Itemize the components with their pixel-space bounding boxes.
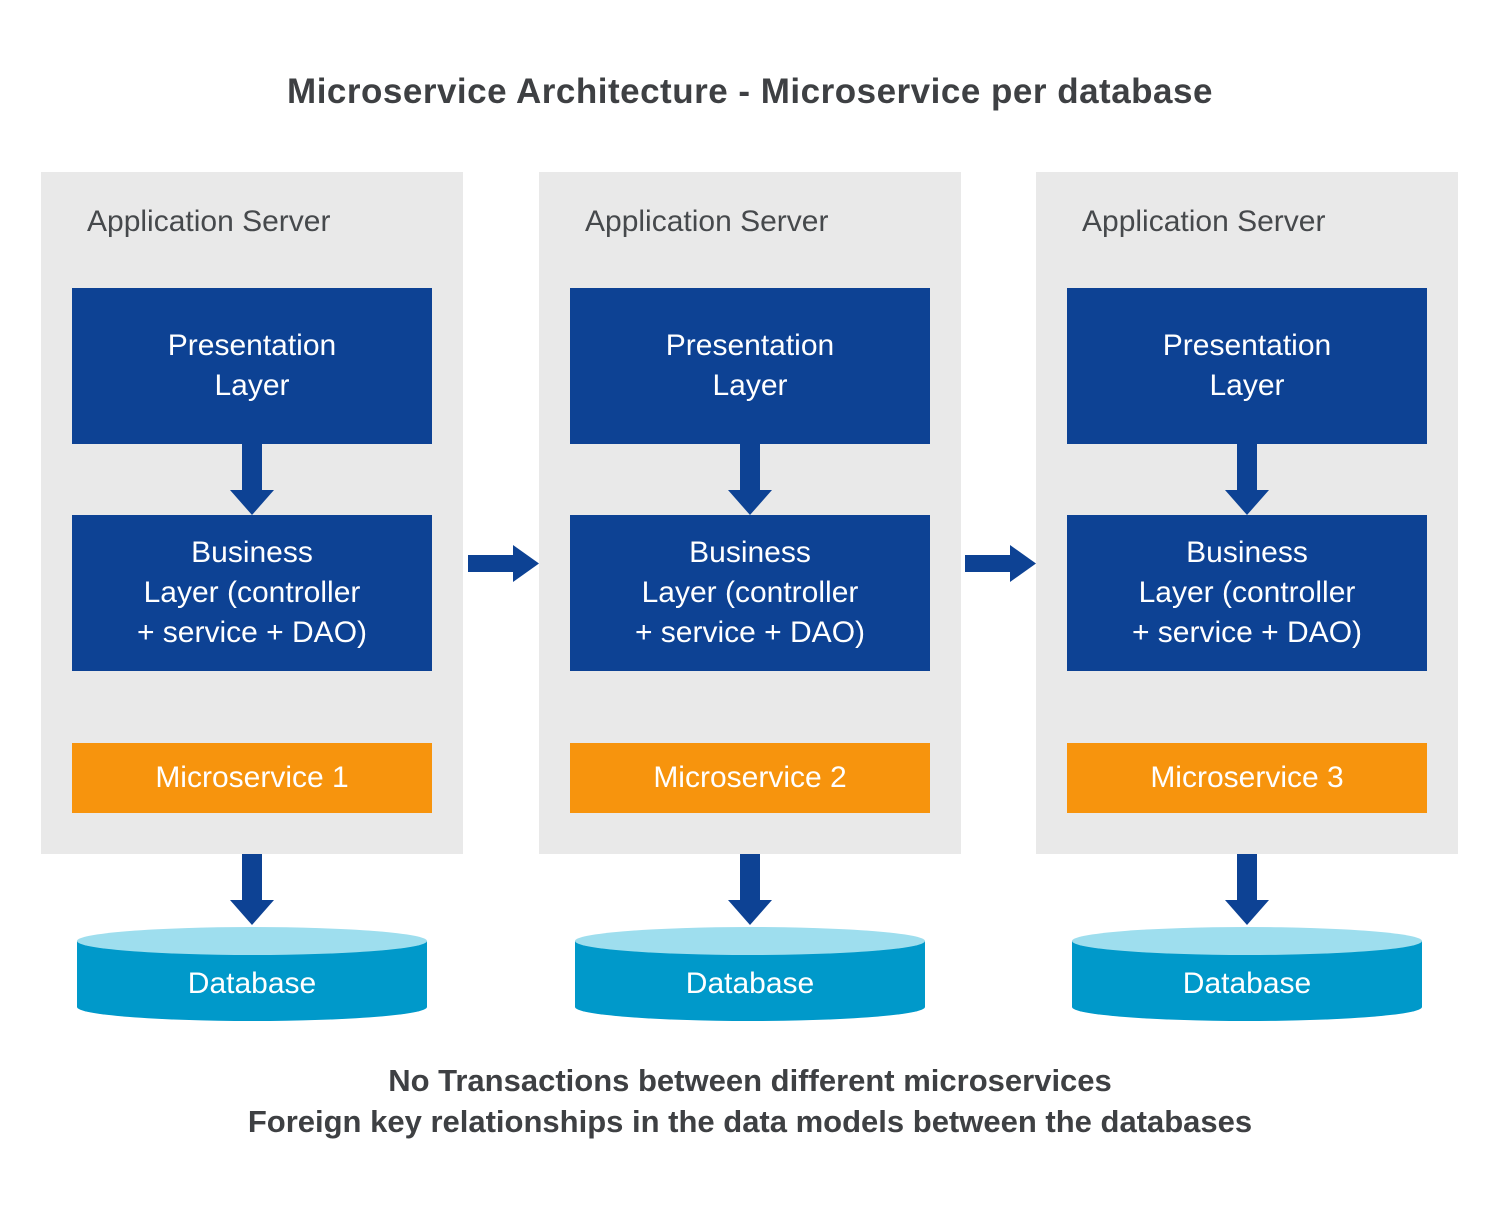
down-arrow-icon (1225, 854, 1269, 930)
microservice-box: Microservice 2 (570, 743, 930, 813)
presentation-layer-box: Presentation Layer (1067, 288, 1427, 444)
caption-line-2: Foreign key relationships in the data mo… (247, 1104, 1253, 1139)
caption-line-1: No Transactions between different micros… (388, 1063, 1112, 1098)
down-arrow-icon (728, 854, 772, 930)
business-layer-box: Business Layer (controller + service + D… (1067, 515, 1427, 671)
application-server-panel: Application Server Presentation Layer Bu… (1036, 172, 1458, 854)
database-label: Database (685, 967, 815, 1000)
application-server-panel: Application Server Presentation Layer Bu… (539, 172, 961, 854)
database-label: Database (1182, 967, 1312, 1000)
footer-note: No Transactions between different micros… (0, 1060, 1500, 1142)
microservice-box: Microservice 3 (1067, 743, 1427, 813)
microservice-label: Microservice 3 (1150, 761, 1344, 794)
business-layer-label: Business Layer (controller + service + D… (1131, 536, 1363, 649)
microservice-column-2: Application Server Presentation Layer Bu… (539, 172, 961, 1122)
down-arrow-icon (728, 444, 772, 520)
diagram-title: Microservice Architecture - Microservice… (287, 72, 1213, 111)
presentation-layer-label: Presentation Layer (167, 329, 337, 402)
business-layer-label: Business Layer (controller + service + D… (136, 536, 368, 649)
presentation-layer-box: Presentation Layer (72, 288, 432, 444)
microservice-column-3: Application Server Presentation Layer Bu… (1036, 172, 1458, 1122)
microservice-box: Microservice 1 (72, 743, 432, 813)
microservice-label: Microservice 2 (653, 761, 847, 794)
microservice-column-1: Application Server Presentation Layer Bu… (41, 172, 463, 1122)
presentation-layer-label: Presentation Layer (665, 329, 835, 402)
down-arrow-icon (230, 854, 274, 930)
database-cylinder-icon (575, 927, 925, 1021)
application-server-label: Application Server (1082, 205, 1326, 238)
business-layer-label: Business Layer (controller + service + D… (634, 536, 866, 649)
database-cylinder-icon (77, 927, 427, 1021)
presentation-layer-label: Presentation Layer (1162, 329, 1332, 402)
database-cylinder: Database (1071, 926, 1423, 1022)
database-cylinder: Database (76, 926, 428, 1022)
application-server-panel: Application Server Presentation Layer Bu… (41, 172, 463, 854)
application-server-label: Application Server (87, 205, 331, 238)
right-arrow-icon (464, 543, 539, 588)
presentation-layer-box: Presentation Layer (570, 288, 930, 444)
down-arrow-icon (1225, 444, 1269, 520)
microservice-label: Microservice 1 (155, 761, 349, 794)
business-layer-box: Business Layer (controller + service + D… (72, 515, 432, 671)
database-cylinder-icon (1072, 927, 1422, 1021)
database-label: Database (187, 967, 317, 1000)
database-cylinder: Database (574, 926, 926, 1022)
down-arrow-icon (230, 444, 274, 520)
business-layer-box: Business Layer (controller + service + D… (570, 515, 930, 671)
application-server-label: Application Server (585, 205, 829, 238)
right-arrow-icon (961, 543, 1036, 588)
